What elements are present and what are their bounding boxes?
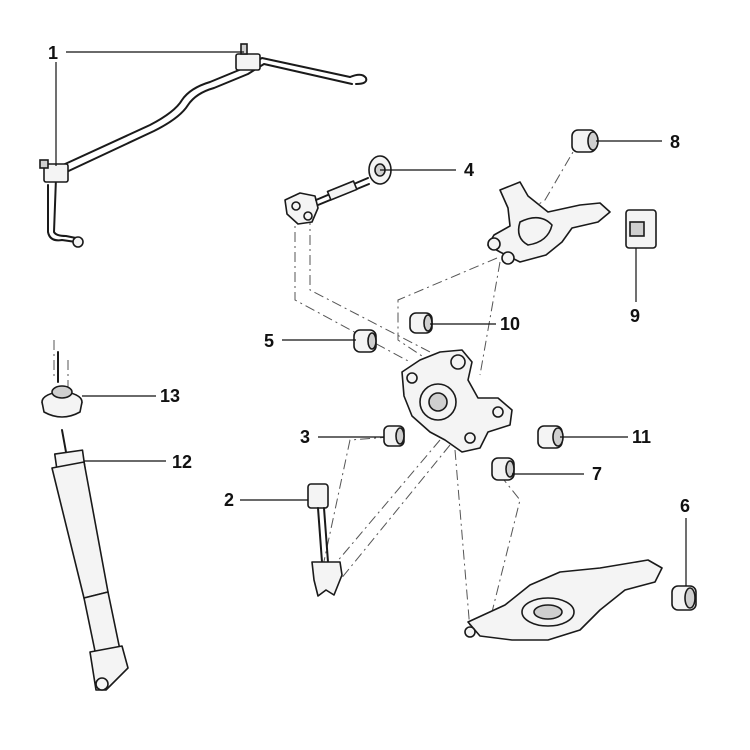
callout-6: 6 [680,496,690,516]
upper-control-arm [487,181,611,265]
callout-10: 10 [500,314,520,334]
callout-8: 8 [670,132,680,152]
bushing-7 [491,457,515,481]
callout-labels: 1 2 3 4 5 6 7 8 9 10 11 12 13 [48,43,690,516]
callout-13: 13 [160,386,180,406]
callout-12: 12 [172,452,192,472]
shock-absorber [51,429,129,691]
bushing-9 [625,209,657,249]
callout-11: 11 [632,427,651,447]
bushing-6 [671,585,697,611]
callout-3: 3 [300,427,310,447]
bushing-3 [383,425,405,447]
lower-link [307,483,343,597]
shock-top-mount [41,351,83,418]
callout-2: 2 [224,490,234,510]
callout-1: 1 [48,43,58,63]
bushing-5 [353,329,377,353]
anti-roll-bar [39,43,368,248]
callout-5: 5 [264,331,274,351]
toe-link [284,155,392,225]
bushing-11 [537,425,564,449]
callout-7: 7 [592,464,602,484]
bushing-10 [409,312,433,334]
bushing-8 [571,129,599,153]
callout-9: 9 [630,306,640,326]
callout-4: 4 [464,160,474,180]
wheel-knuckle [401,349,513,453]
lower-control-arm [464,559,663,641]
assembly-lines [53,139,581,631]
leader-lines [55,51,687,586]
